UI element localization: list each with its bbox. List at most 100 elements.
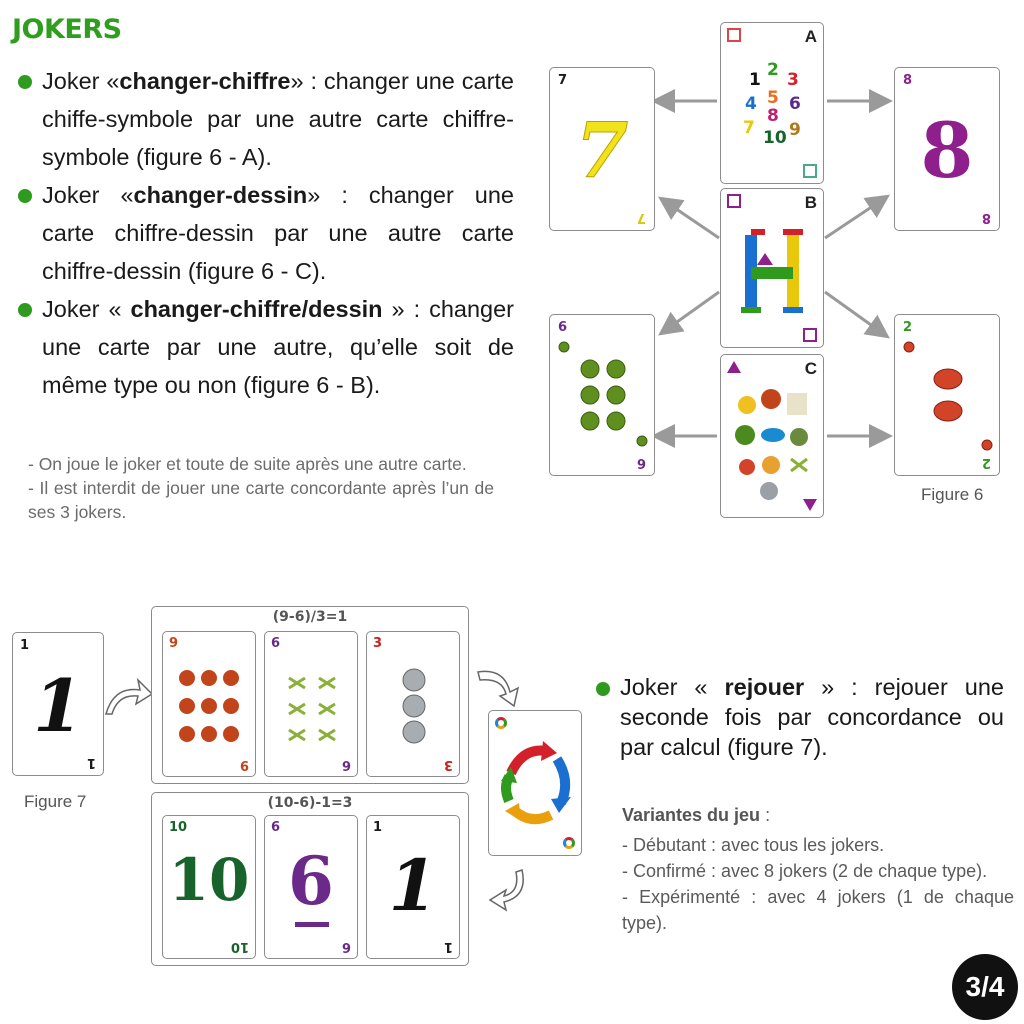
card-seven: 7 7 7 [549,67,655,231]
joker-mountain-icon [727,361,741,373]
fish-icon [761,428,785,442]
underline-mark [295,922,329,927]
goat-icon [787,393,807,415]
cycle-small-icon [495,717,507,729]
curved-arrow-icon [105,677,154,715]
cat-icon [762,456,780,474]
dragonfly-icon [790,457,808,473]
num-5: 5 [767,88,779,108]
joker-h-icon [803,164,817,178]
card-corner-number: 6 [341,757,351,772]
figure-7-panel-bottom: (10-6)-1=3 10 10 10 6 6 6 1 1 1 [151,792,469,966]
variante-item: - Débutant : avec tous les jokers. [622,835,885,855]
variantes-heading: Variantes du jeu : [622,802,1014,828]
variante-item: - Expérimenté : avec 4 jokers (1 de chaq… [622,887,1014,933]
rule-changer-dessin: Joker «changer-dessin» : changer une car… [18,176,514,290]
rule-text: » : changer une carte chiffre-dessin par… [42,182,514,284]
variantes-section: Variantes du jeu : - Débutant : avec tou… [622,802,1014,936]
cycle-arrows-icon [501,741,571,825]
joker-h-icon [727,28,741,42]
joker-mountain-icon [803,499,817,511]
formula-bottom: (10-6)-1=3 [267,795,353,811]
card-two-crabs: 2 2 [894,314,1000,476]
joker-rejouer-card [488,710,582,856]
card-corner-number: 1 [443,939,453,954]
rule-changer-chiffre: Joker «changer-chiffre» : changer une ca… [18,62,514,176]
rule-prefix: Joker « [620,674,725,700]
note-line: - Il est interdit de jouer une carte con… [28,478,494,522]
page-number-badge: 3/4 [952,954,1018,1020]
arrow-b-down-left [658,290,720,336]
card-corner-number: 9 [239,757,249,772]
rule-rejouer-item: Joker « rejouer » : rejouer une seconde … [596,672,1004,762]
card-big-number: 1 [388,844,438,927]
joker-c-animals [735,389,808,500]
curved-arrow-icon [477,670,520,708]
rule-name: changer-chiffre [119,68,291,94]
card-corner-number: 3 [373,636,383,651]
card-corner-number: 7 [558,73,568,88]
figure-letter-c: C [804,359,817,378]
figure-6-label: Figure 6 [921,485,984,504]
pig-icons [402,668,426,744]
arrow-b-up-left [658,196,720,240]
card-six-turtles: 6 6 [549,314,655,476]
crab-icon [739,459,755,475]
card-corner-number: 6 [558,320,568,335]
joker-card-a: A 1 2 3 4 5 6 8 7 10 9 [720,22,824,184]
card-corner-number: 6 [636,455,646,470]
joker-card-c: C [720,354,824,518]
rules-notes: - On joue le joker et toute de suite apr… [28,452,494,524]
card-nine-roosters: 9 9 [162,631,256,777]
card-corner-number: 10 [230,939,249,954]
card-corner-number: 6 [271,636,281,651]
figure-7-panel-top: (9-6)/3=1 9 9 6 6 3 3 [151,606,469,784]
card-corner-number: 9 [169,636,179,651]
card-corner-number: 6 [271,820,281,835]
num-9: 9 [789,120,801,140]
dragonfly-icons [288,676,336,742]
bullet-icon [18,75,32,89]
variante-item: - Confirmé : avec 8 jokers (2 de chaque … [622,861,988,881]
figure-letter-a: A [804,27,817,46]
rule-prefix: Joker « [42,68,120,94]
card-corner-number: 2 [981,455,991,470]
card-big-number: 6 [288,842,334,920]
card-one-start: 1 1 1 [12,632,104,776]
figure-6: 7 7 7 8 8 8 A 1 2 3 4 5 6 8 7 10 9 [545,20,1005,520]
num-8: 8 [767,106,779,126]
card-corner-number: 1 [86,755,96,770]
note-line: - On joue le joker et toute de suite apr… [28,454,467,474]
bullet-icon [596,682,610,696]
duck-icon [790,428,808,446]
rule-name: changer-chiffre/dessin [130,296,383,322]
card-corner-number: 7 [636,210,646,225]
turtle-icons [558,341,648,447]
card-corner-number: 2 [903,320,913,335]
card-corner-number: 3 [443,757,453,772]
cycle-small-icon [563,837,575,849]
curved-arrow-icon [488,869,524,912]
num-10: 10 [763,128,787,148]
rule-prefix: Joker « [42,296,131,322]
page-title: JOKERS [12,14,122,45]
rule-name: rejouer [724,674,805,700]
num-7: 7 [743,118,755,138]
num-6: 6 [789,94,801,114]
joker-b-big-h-icon [741,229,803,313]
rule-text: » : changer une carte chiffe-symbole par… [42,68,514,170]
figure-letter-b: B [804,193,817,212]
joker-card-b: B [720,188,824,348]
card-big-number: 8 [920,106,974,195]
rule-rejouer: Joker « rejouer » : rejouer une seconde … [596,672,1004,762]
card-eight: 8 8 8 [894,67,1000,231]
rooster-icon [761,389,781,409]
joker-rules-list: Joker «changer-chiffre» : changer une ca… [18,62,514,404]
card-corner-number: 1 [20,638,30,653]
rule-prefix: Joker « [42,182,134,208]
bullet-icon [18,303,32,317]
turtle-icon [735,425,755,445]
formula-top: (9-6)/3=1 [272,609,348,625]
card-six-dragonflies: 6 6 [264,631,358,777]
pig-icon [760,482,778,500]
